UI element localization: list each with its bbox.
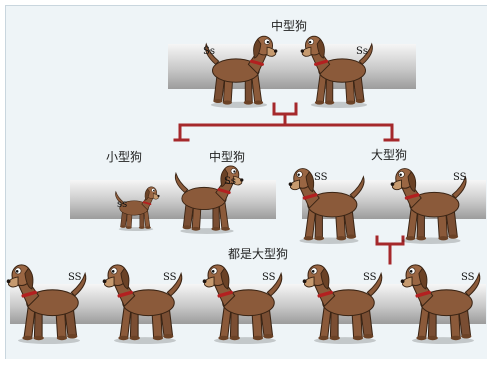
mid-left-band: [70, 180, 276, 219]
genotype-offspring-1: SS: [68, 272, 82, 283]
genotype-large-left: SS: [314, 172, 328, 183]
label-medium-top: 中型狗: [271, 19, 308, 33]
label-small: 小型狗: [106, 150, 143, 164]
genotype-parent-right: Ss: [356, 46, 368, 57]
label-large-mid: 大型狗: [371, 148, 408, 162]
label-medium-mid: 中型狗: [209, 150, 246, 164]
genotype-offspring-2: SS: [163, 272, 177, 283]
genotype-large-right: SS: [453, 172, 467, 183]
cross-lines: [173, 102, 405, 265]
genotype-medium: Ss: [224, 176, 236, 187]
genotype-offspring-5: SS: [461, 272, 475, 283]
genotype-parent-left: Ss: [203, 46, 215, 57]
genotype-small: ss: [117, 199, 128, 210]
genotype-offspring-4: SS: [363, 272, 377, 283]
genotype-offspring-3: SS: [262, 272, 276, 283]
label-all-large: 都是大型狗: [228, 247, 289, 261]
